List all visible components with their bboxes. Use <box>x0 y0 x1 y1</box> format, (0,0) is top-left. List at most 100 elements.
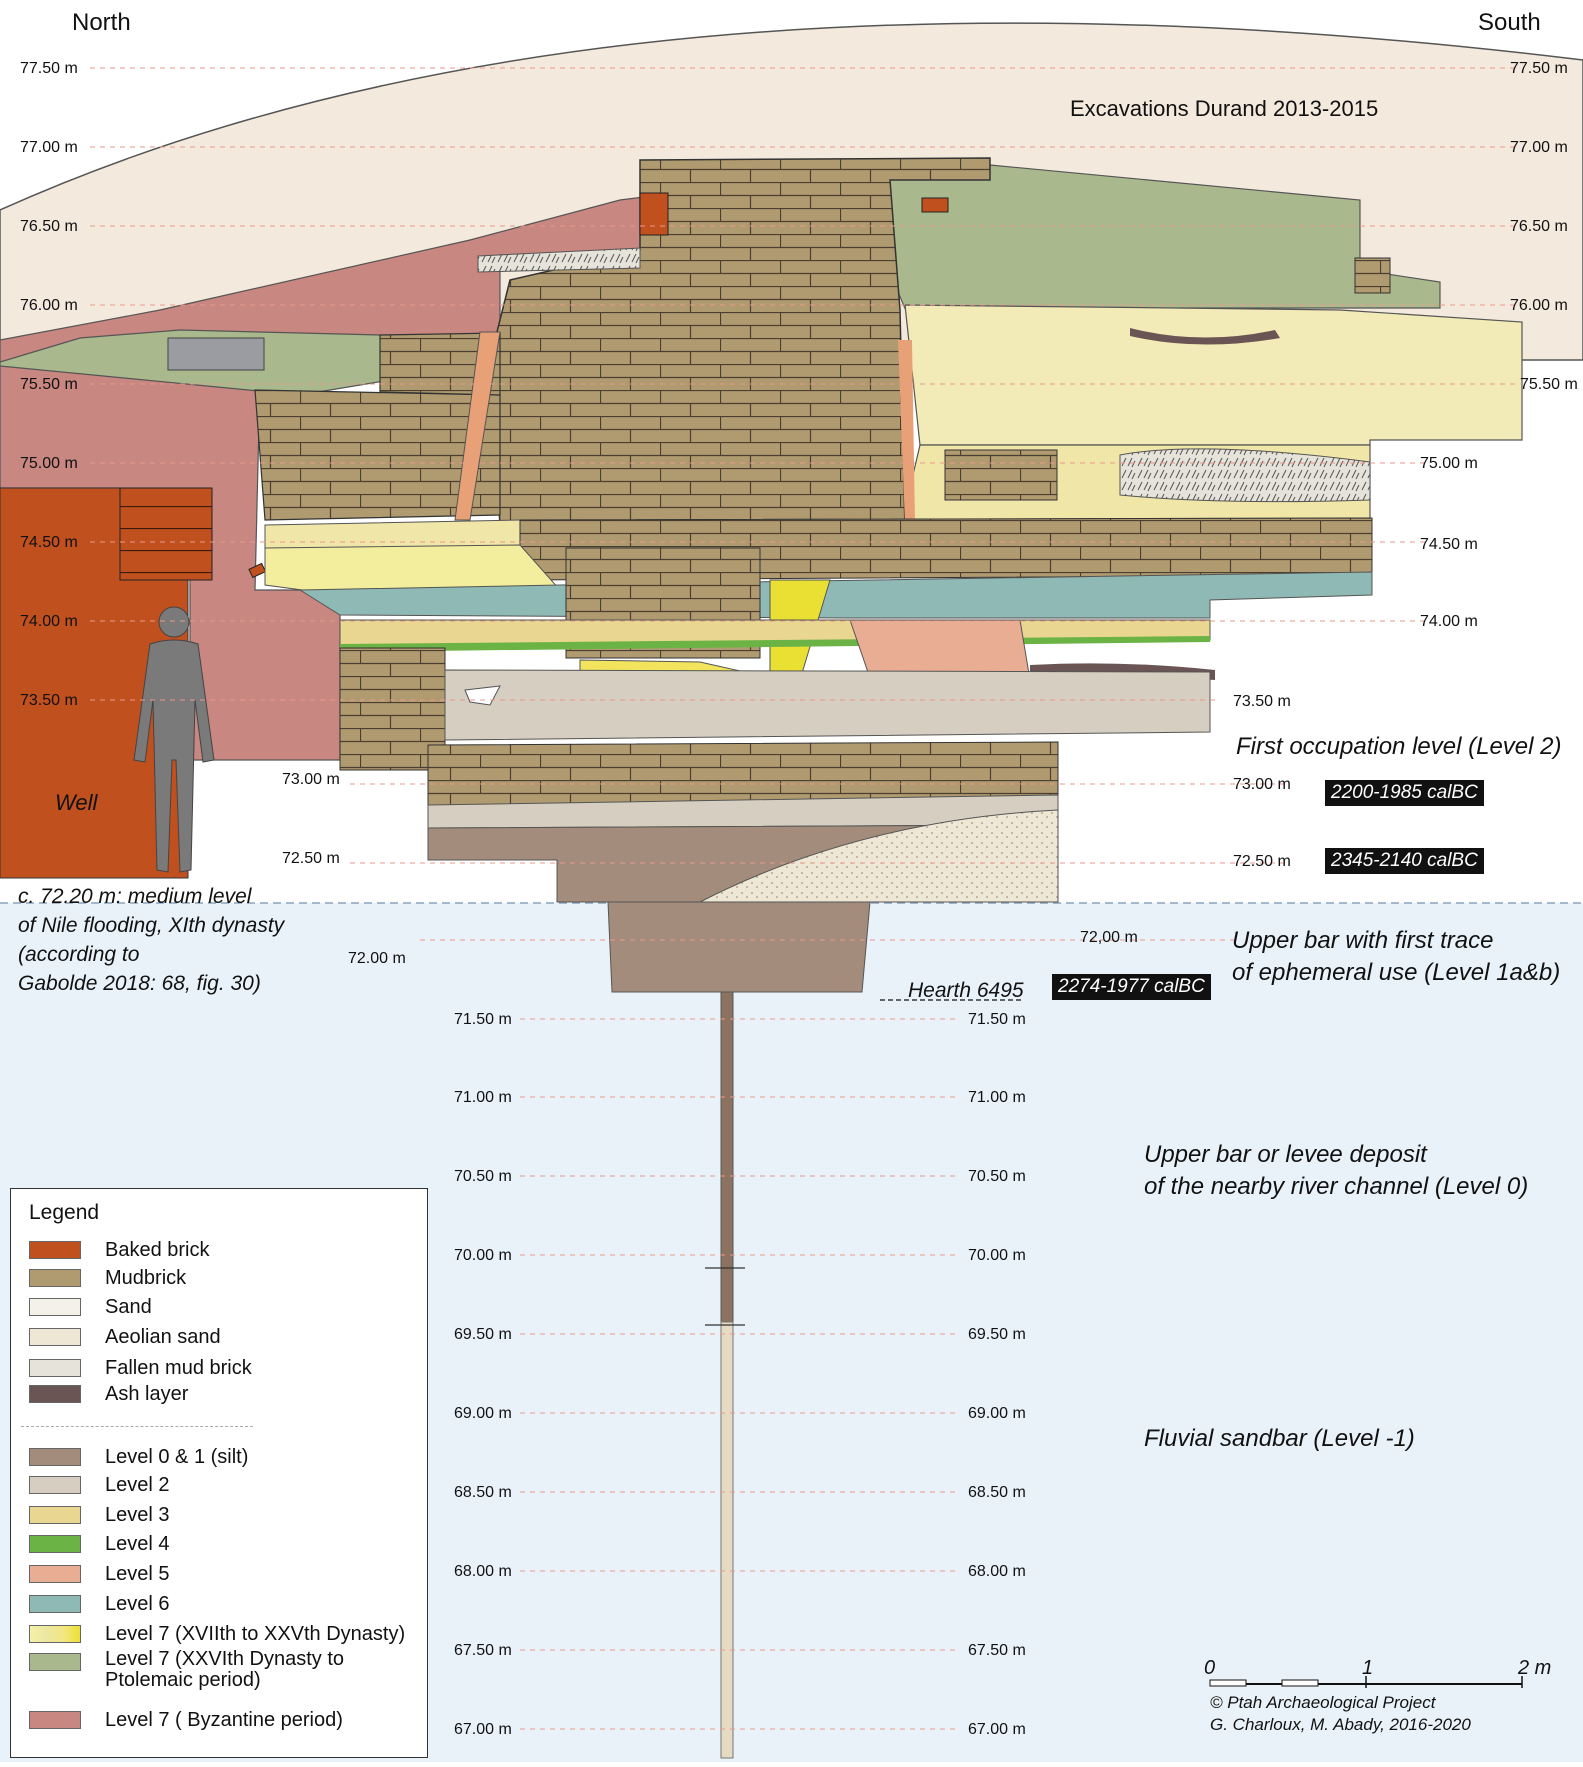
legend-swatch <box>29 1595 81 1613</box>
levee-label: Upper bar or levee deposit <box>1144 1141 1428 1168</box>
legend-item: Baked brick <box>29 1237 210 1263</box>
legend-swatch <box>29 1535 81 1553</box>
legend-label: Level 7 ( Byzantine period) <box>105 1708 343 1731</box>
core-level-label: 68.50 m <box>968 1484 1026 1501</box>
level-label: 73.50 m <box>20 692 78 709</box>
legend-swatch <box>29 1328 81 1346</box>
level-label: 72,00 m <box>1080 929 1138 946</box>
level-label: 72.50 m <box>1233 853 1291 870</box>
date-box: 2345-2140 calBC <box>1325 848 1484 874</box>
legend-item: Level 4 <box>29 1531 170 1557</box>
level-label: 74.00 m <box>20 613 78 630</box>
legend-item: Fallen mud brick <box>29 1355 252 1381</box>
level-label: 74.00 m <box>1420 613 1478 630</box>
legend-swatch <box>29 1359 81 1377</box>
level-label: 73.00 m <box>282 771 340 788</box>
legend-swatch <box>29 1565 81 1583</box>
scale-label: 1 <box>1362 1657 1373 1679</box>
level-label: 74.50 m <box>1420 536 1478 553</box>
level5-strip-right <box>898 340 915 525</box>
level-label: 75.00 m <box>20 455 78 472</box>
legend-swatch <box>29 1385 81 1403</box>
legend-label: Baked brick <box>105 1238 210 1261</box>
fallen-mudbrick <box>1119 448 1371 503</box>
core-level-label: 70.00 m <box>454 1247 512 1264</box>
baked-brick-fragment <box>248 562 267 579</box>
legend-label: Fallen mud brick <box>105 1356 252 1379</box>
legend-item: Ash layer <box>29 1381 188 1407</box>
core-level-label: 67.00 m <box>454 1721 512 1738</box>
core-level-label: 67.00 m <box>968 1721 1026 1738</box>
ash-lens-right <box>1130 328 1280 345</box>
level-label: 72.00 m <box>348 950 406 967</box>
level-label: 77.50 m <box>1510 60 1568 77</box>
legend-item: Mudbrick <box>29 1265 186 1291</box>
north-label: North <box>72 9 131 36</box>
level3-deposit <box>904 304 1523 446</box>
core-level-label: 70.50 m <box>968 1168 1026 1185</box>
legend-item: Level 7 (XVIIth to XXVth Dynasty) <box>29 1621 405 1647</box>
legend-item: Level 3 <box>29 1502 170 1528</box>
level-label: 73.50 m <box>1233 693 1291 710</box>
first-occupation-label: First occupation level (Level 2) <box>1236 733 1561 760</box>
flood-note-line: (according to <box>18 943 140 966</box>
core-level-label: 69.00 m <box>968 1405 1026 1422</box>
legend-swatch <box>29 1448 81 1466</box>
legend-divider <box>21 1426 253 1427</box>
excavation-label: Excavations Durand 2013-2015 <box>1070 96 1378 121</box>
level-label: 77.50 m <box>20 60 78 77</box>
legend-swatch <box>29 1476 81 1494</box>
legend: Legend Baked brick Mudbrick Sand Aeolian… <box>10 1188 428 1758</box>
legend-label: Level 3 <box>105 1503 170 1526</box>
legend-label: Aeolian sand <box>105 1325 221 1348</box>
legend-item: Level 7 ( Byzantine period) <box>29 1707 343 1733</box>
legend-label: Level 6 <box>105 1592 170 1615</box>
level-label: 76.00 m <box>1510 297 1568 314</box>
legend-swatch <box>29 1711 81 1729</box>
level5-strip <box>454 331 501 521</box>
mudbrick-block <box>944 449 1058 501</box>
core-level-label: 71.50 m <box>968 1011 1026 1028</box>
mudbrick-small <box>1354 257 1391 294</box>
human-scale-icon <box>133 606 215 873</box>
legend-swatch <box>29 1298 81 1316</box>
credit-line: G. Charloux, M. Abady, 2016-2020 <box>1210 1715 1471 1734</box>
core-level-label: 69.50 m <box>454 1326 512 1343</box>
upper-bar-label: Upper bar with first trace <box>1232 927 1493 954</box>
aeolian-sand <box>699 809 1059 903</box>
core-lower <box>720 1321 734 1759</box>
legend-swatch <box>29 1241 81 1259</box>
legend-title: Legend <box>29 1201 100 1224</box>
grey-block <box>167 337 265 371</box>
legend-label: Sand <box>105 1295 152 1318</box>
scale-label: 2 m <box>1517 1657 1551 1679</box>
legend-item: Level 5 <box>29 1561 170 1587</box>
flood-note-line: of Nile flooding, XIth dynasty <box>18 914 286 937</box>
legend-label: Level 4 <box>105 1532 170 1555</box>
scale-bar: 0 1 2 m <box>1204 1657 1551 1688</box>
legend-label: Level 7 (XXVIth Dynasty to Ptolemaic per… <box>105 1648 345 1691</box>
level-label: 75.50 m <box>20 376 78 393</box>
legend-label: Level 7 (XVIIth to XXVth Dynasty) <box>105 1622 406 1645</box>
level2-band <box>444 669 1211 741</box>
south-label: South <box>1478 9 1541 36</box>
hearth-label: Hearth 6495 <box>908 979 1024 1002</box>
core-level-label: 69.50 m <box>968 1326 1026 1343</box>
date-box: 2200-1985 calBC <box>1325 780 1484 806</box>
level-label: 74.50 m <box>20 534 78 551</box>
fallen-mudbrick-upper <box>477 247 641 273</box>
flood-note-line: Gabolde 2018: 68, fig. 30) <box>18 972 261 995</box>
right-level-labels: 77.50 m 77.00 m 76.50 m 76.00 m 75.50 m … <box>1080 60 1578 946</box>
core-level-label: 71.00 m <box>454 1089 512 1106</box>
legend-label: Level 2 <box>105 1473 170 1496</box>
core-level-label: 68.50 m <box>454 1484 512 1501</box>
ptolemaic-layer-right <box>879 164 1441 321</box>
level-label: 76.00 m <box>20 297 78 314</box>
legend-label: Level 5 <box>105 1562 170 1585</box>
baked-brick-piece-right <box>921 197 949 213</box>
level-label: 72.50 m <box>282 850 340 867</box>
level-label: 76.50 m <box>20 218 78 235</box>
core-level-label: 71.00 m <box>968 1089 1026 1106</box>
core-level-label: 67.50 m <box>968 1642 1026 1659</box>
baked-brick-piece <box>639 192 669 236</box>
